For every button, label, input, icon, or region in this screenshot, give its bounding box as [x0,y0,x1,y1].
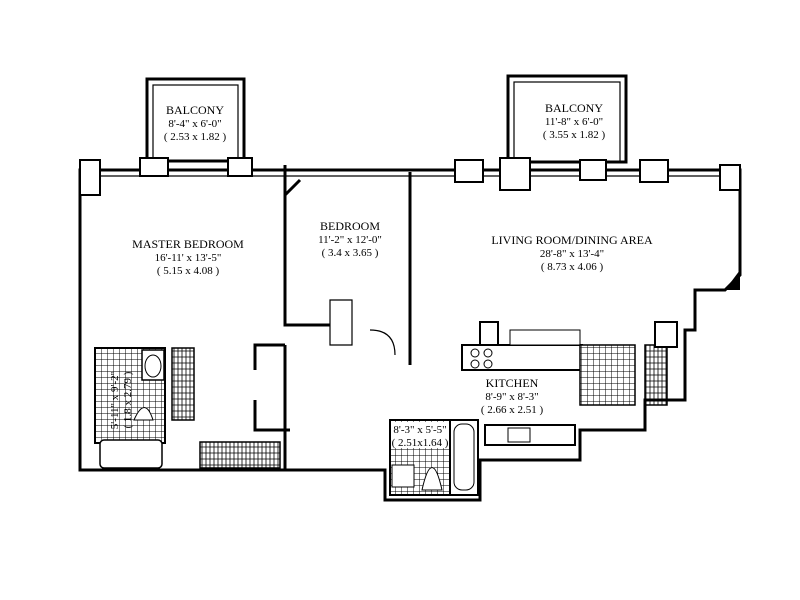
room-metric: ( 2.53 x 1.82 ) [164,131,227,143]
room-name: KITCHEN [486,376,539,390]
room-name: BALCONY [166,103,224,117]
room-imperial: 11'-2" x 12'-0" [318,234,382,246]
bath-second-metric: ( 2.51x1.64 ) [392,437,449,449]
room-name: BEDROOM [320,219,380,233]
room-imperial: 8'-4" x 6'-0" [168,118,221,130]
room-imperial: 28'-8" x 13'-4" [540,248,604,260]
balcony-right [506,74,628,164]
label-balcony-right: BALCONY 11'-8" x 6'-0" ( 3.55 x 1.82 ) [543,101,606,141]
balcony-left [145,77,246,163]
label-living-room: LIVING ROOM/DINING AREA 28'-8" x 13'-4" … [491,233,653,273]
room-imperial: 16'-11' x 13'-5" [155,252,222,264]
room-metric: ( 3.4 x 3.65 ) [322,247,379,259]
interior-walls [253,165,412,470]
room-name: BALCONY [545,101,603,115]
bath-second-imperial: 8'-3" x 5'-5" [393,424,446,436]
second-bath: 8'-3" x 5'-5" ( 2.51x1.64 ) [389,419,479,496]
room-imperial: 11'-8" x 6'-0" [545,116,603,128]
room-metric: ( 5.15 x 4.08 ) [157,265,220,277]
bath-master-metric: ( 1.8 x 2.79 ) [122,371,134,428]
master-bath: 5'-11" x 9'-2" ( 1.8 x 2.79 ) [94,347,281,469]
label-balcony-left: BALCONY 8'-4" x 6'-0" ( 2.53 x 1.82 ) [164,103,227,143]
label-master-bedroom: MASTER BEDROOM 16'-11' x 13'-5" ( 5.15 x… [132,237,244,277]
label-kitchen: KITCHEN 8'-9" x 8'-3" ( 2.66 x 2.51 ) [470,374,560,418]
room-imperial: 8'-9" x 8'-3" [485,391,538,403]
exterior-wall [78,157,742,502]
room-metric: ( 8.73 x 4.06 ) [541,261,604,273]
label-bedroom: BEDROOM 11'-2" x 12'-0" ( 3.4 x 3.65 ) [318,219,382,259]
kitchen-fixtures [461,321,678,446]
bath-master-imperial: 5'-11" x 9'-2" [109,371,121,429]
room-metric: ( 2.66 x 2.51 ) [481,404,544,416]
room-name: MASTER BEDROOM [132,237,244,251]
room-metric: ( 3.55 x 1.82 ) [543,129,606,141]
room-name: LIVING ROOM/DINING AREA [491,233,653,247]
